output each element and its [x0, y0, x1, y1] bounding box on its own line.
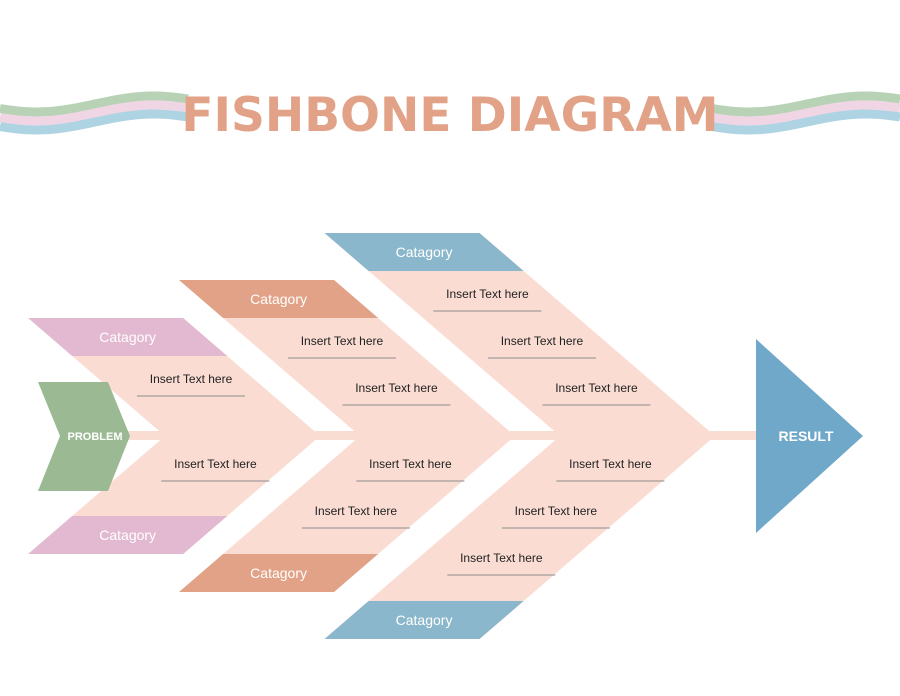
category-label: Catagory — [99, 527, 156, 543]
bone-bottom — [324, 436, 715, 639]
category-header-bottom[interactable] — [179, 554, 379, 592]
insert-text-item[interactable]: Insert Text here — [569, 457, 652, 471]
category-label: Catagory — [396, 244, 453, 260]
wave-stripe — [711, 109, 900, 135]
insert-text-item[interactable]: Insert Text here — [315, 504, 398, 518]
category-label: Catagory — [250, 291, 307, 307]
category-header-top[interactable] — [179, 280, 379, 318]
insert-text-item[interactable]: Insert Text here — [369, 457, 452, 471]
bone-bottom — [179, 436, 516, 592]
insert-text-item[interactable]: Insert Text here — [501, 334, 584, 348]
category-header-top[interactable] — [324, 233, 524, 271]
insert-text-item[interactable]: Insert Text here — [301, 334, 384, 348]
insert-text-item[interactable]: Insert Text here — [460, 551, 543, 565]
category-label: Catagory — [250, 565, 307, 581]
problem-chevron[interactable] — [38, 382, 130, 491]
insert-text-item[interactable]: Insert Text here — [446, 287, 529, 301]
wave-decoration-right — [711, 91, 900, 135]
category-header-bottom[interactable] — [324, 601, 524, 639]
wave-stripe — [711, 100, 900, 126]
category-label: Catagory — [99, 329, 156, 345]
insert-text-item[interactable]: Insert Text here — [150, 372, 233, 386]
wave-stripe — [0, 91, 189, 117]
category-header-bottom[interactable] — [28, 516, 228, 554]
category-label: Catagory — [396, 612, 453, 628]
insert-text-item[interactable]: Insert Text here — [174, 457, 257, 471]
wave-decoration-left — [0, 91, 189, 135]
insert-text-item[interactable]: Insert Text here — [555, 381, 638, 395]
result-label: RESULT — [779, 428, 834, 444]
diagram-title: FISHBONE DIAGRAM — [181, 88, 718, 143]
category-header-top[interactable] — [28, 318, 228, 356]
problem-label: PROBLEM — [68, 431, 123, 443]
wave-stripe — [711, 91, 900, 117]
wave-stripe — [0, 100, 189, 126]
wave-stripe — [0, 109, 189, 135]
bone-top — [324, 233, 715, 436]
insert-text-item[interactable]: Insert Text here — [515, 504, 598, 518]
result-triangle[interactable] — [756, 339, 863, 533]
insert-text-item[interactable]: Insert Text here — [355, 381, 438, 395]
